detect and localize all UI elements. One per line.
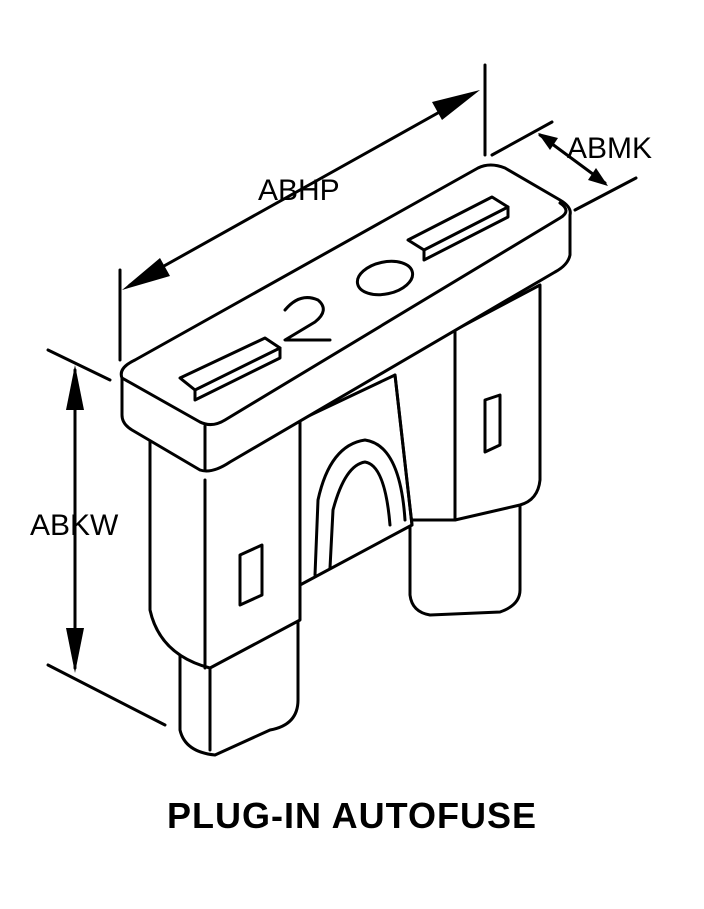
dimension-abhp: ABHP <box>118 63 487 362</box>
right-terminal <box>408 283 542 617</box>
label-abmk: ABMK <box>567 132 652 165</box>
dimension-abmk: ABMK <box>490 120 652 212</box>
diagram-title: PLUG-IN AUTOFUSE <box>166 795 537 836</box>
dimension-abkw: ABKW <box>30 348 167 727</box>
rating-marking: 20 <box>283 259 415 342</box>
label-abhp: ABHP <box>258 174 340 207</box>
left-terminal <box>148 418 302 757</box>
label-abkw: ABKW <box>30 509 119 542</box>
fuse-cap: 20 <box>119 163 572 473</box>
